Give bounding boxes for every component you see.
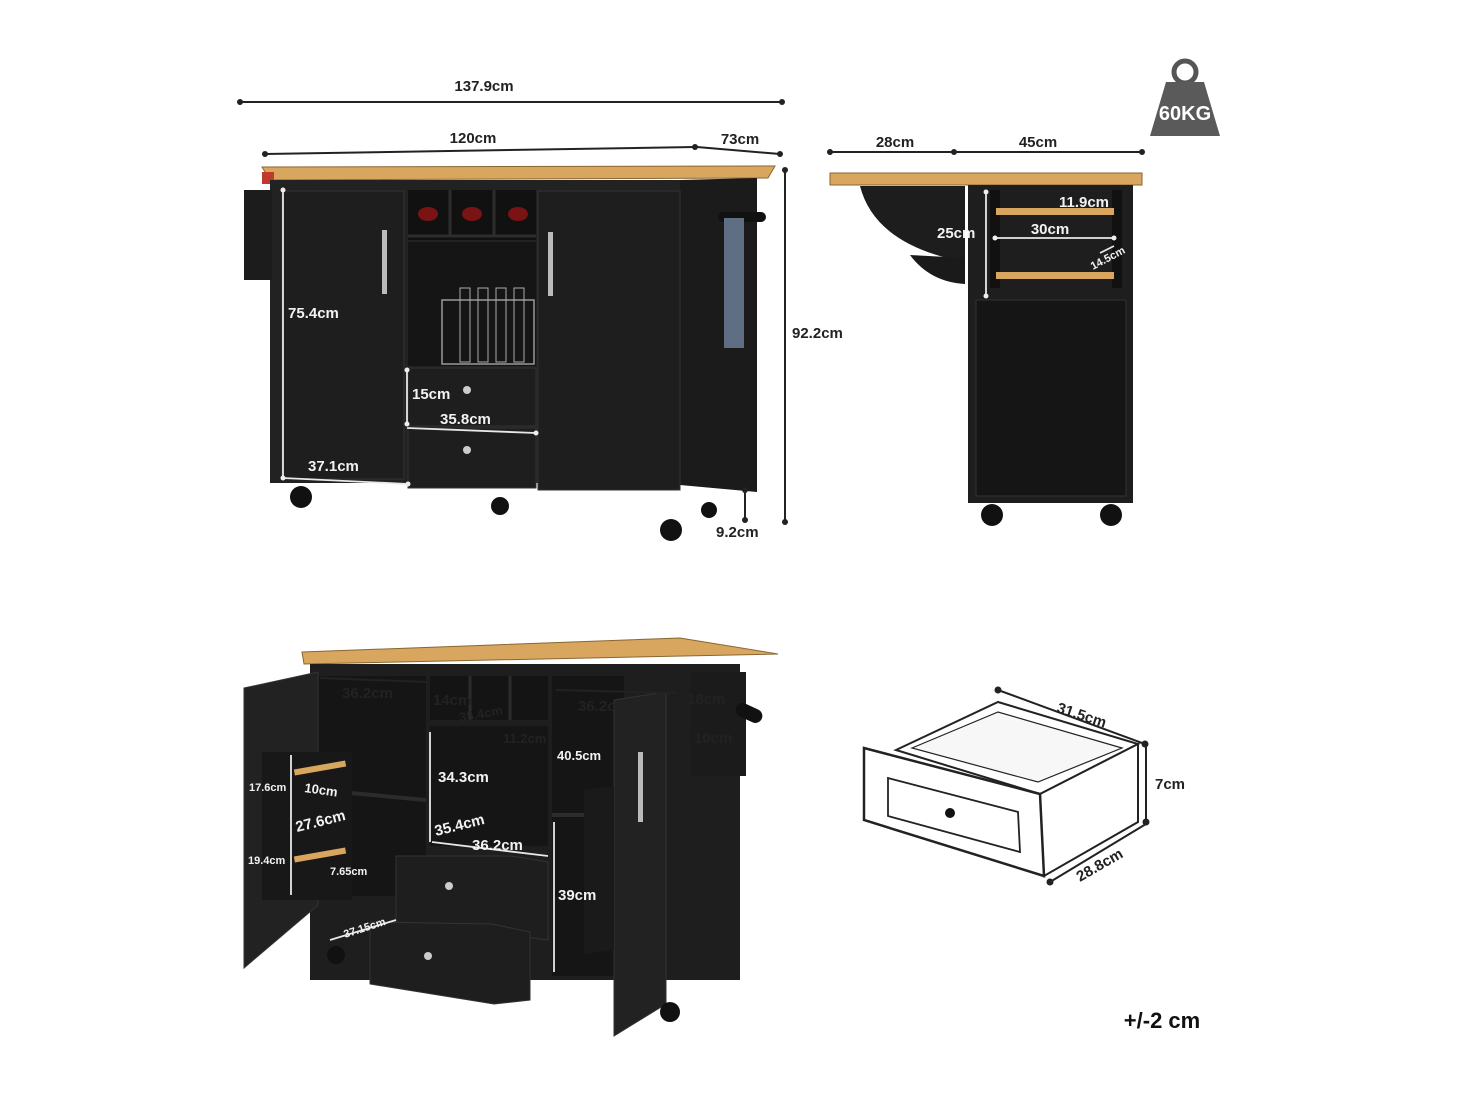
open-side-panel [690,672,746,776]
door-rack-bottom-label: 19.4cm [248,855,286,867]
cabinet-height-label: 75.4cm [288,305,339,322]
front-view: 137.9cm 120cm 73cm 92.2cm [237,78,843,541]
drawer-width-dimension: 35.8cm [406,411,539,436]
total-width-label: 137.9cm [454,78,513,95]
body-depth-label: 45cm [1019,134,1057,151]
drawer-detail-height-label: 7cm [1155,776,1185,793]
rack-bar-top [996,208,1114,215]
wheel-height-label: 9.2cm [716,524,759,541]
weight-icon: 60KG [1150,58,1220,136]
side-panel-inset [975,299,1127,497]
rack-top-gap-label: 11.9cm [1059,194,1109,211]
rack-width-dimension: 30cm [992,221,1117,241]
leaf-width-dimension: 28cm [827,134,957,155]
wheel [1100,504,1122,526]
rack-height-label: 25cm [937,225,975,242]
cabinet-side [680,178,757,492]
open-countertop [301,637,779,665]
open-shelf [408,242,536,366]
open-upper-drawer-knob [445,882,453,890]
lower-drawer-knob [463,446,471,454]
side-countertop [829,172,1143,186]
rack-height-dimension: 25cm [937,189,989,299]
right-door-handle [548,232,553,296]
cabinet-width-dimension: 37.1cm [282,458,411,487]
rack-width-label: 30cm [1031,221,1069,238]
right-interior-width-label: 36.2cm [578,698,629,715]
depth-label: 73cm [721,131,759,148]
total-width-dimension: 137.9cm [237,78,785,105]
towel [724,218,744,348]
rack-top-gap-dimension: 11.9cm [1059,194,1109,211]
door-rack-depth-label: 10cm [304,780,339,799]
wine-rack [408,190,536,240]
tolerance-label: +/-2 cm [1124,1008,1200,1033]
wine-height-label: 14cm [433,692,471,709]
wheel-height-dimension: 9.2cm [716,487,759,541]
drawer-height-dimension-detail: 7cm [1142,746,1185,826]
height-label: 92.2cm [792,325,843,342]
wheel [701,502,717,518]
towel-bar-width-label: 18cm [687,691,725,708]
wheel [327,946,345,964]
door-rack-top-label: 17.6cm [249,782,287,794]
left-door-handle [382,230,387,294]
open-lower-drawer [369,921,531,1005]
rack-bar-bottom [996,272,1114,279]
rack-post [1112,190,1122,288]
open-lower-drawer-knob [424,952,432,960]
open-wine-rack [430,676,548,720]
lower-right-height-label: 39cm [558,887,596,904]
wheel [491,497,509,515]
body-width-label: 120cm [450,130,497,147]
drawer-inner [910,711,1124,783]
open-view: 36.2cm 14cm 35.4cm 11.2cm 36.2cm 18cm 10… [243,637,779,1037]
upper-drawer [407,367,537,427]
drop-leaf-bracket [910,255,965,284]
door-rack-bar-bottom [293,847,347,863]
cabinet-width-label: 37.1cm [308,458,359,475]
left-interior-width-label: 36.2cm [342,685,393,702]
drawer-height-dimension: 15cm [404,367,450,427]
middle-open-shelf [430,726,548,846]
middle-width-label: 36.2cm [472,837,523,854]
drawer-detail-knob [945,808,955,818]
leaf-width-label: 28cm [876,134,914,151]
drawer-height-label: 15cm [412,386,450,403]
wheel [660,1002,680,1022]
open-right-door [613,691,667,1037]
drop-leaf [860,186,965,262]
middle-height-label: 34.3cm [438,769,489,786]
upper-drawer-knob [463,386,471,394]
door-spice-rack [584,786,614,954]
towel-bar-depth-label: 10cm [694,730,732,747]
wheel [660,519,682,541]
open-right-door-handle [638,752,643,822]
side-view: 28cm 45cm 25cm 30cm [827,134,1145,526]
drawer-width-label: 35.8cm [440,411,491,428]
wheel [290,486,312,508]
body-depth-dimension: 45cm [954,134,1145,155]
body-width-dimension: 120cm [262,130,698,157]
door-rack-bar-top [293,760,347,776]
spice-rack [244,190,272,280]
wire-basket [441,287,535,365]
lower-drawer [407,427,537,489]
right-door [537,190,681,491]
drawer-detail: 31.5cm 7cm 28.8cm [862,686,1185,886]
wine-cell-label: 11.2cm [503,731,546,746]
height-dimension: 92.2cm [782,167,843,525]
depth-dimension: 73cm [696,131,783,157]
weight-label: 60KG [1159,103,1211,125]
right-shelf-height-label: 40.5cm [557,748,601,763]
door-rack-gap-label: 7.65cm [330,866,368,878]
door-rack-area [262,752,352,900]
cabinet-height-dimension: 75.4cm [280,187,339,481]
open-towel-bar [735,703,763,723]
drawer-front-panel [887,776,1021,854]
wheel [981,504,1003,526]
countertop [261,165,776,181]
